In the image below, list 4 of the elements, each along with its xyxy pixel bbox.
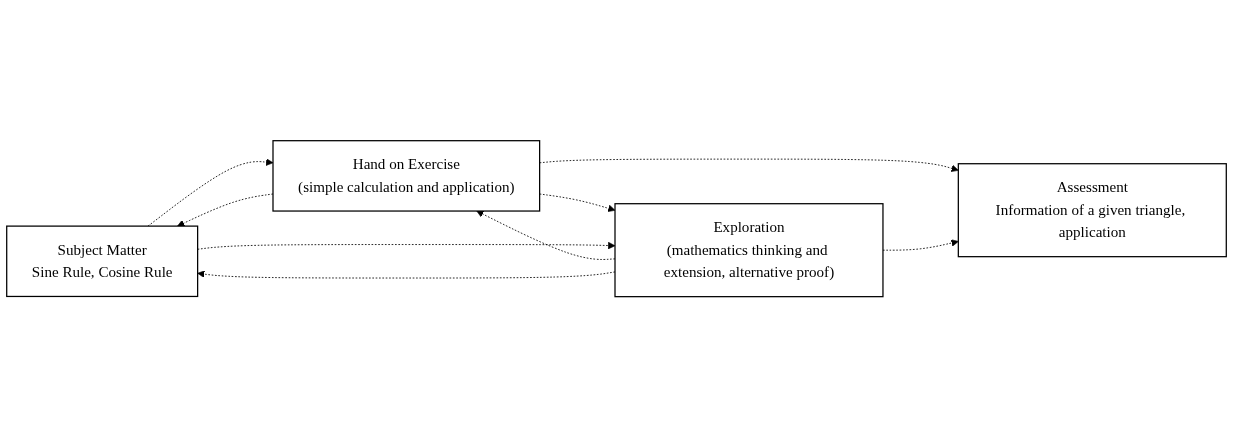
node-box: Assessment Information of a given triangle, application	[957, 163, 1227, 258]
node-box: Subject Matter Sine Rule, Cosine Rule	[6, 225, 199, 298]
node-box: Hand on Exercise (simple calculation and application)	[272, 140, 541, 212]
node-box: Exploration (mathematics thinking and extension, alternative proof)	[614, 203, 884, 298]
